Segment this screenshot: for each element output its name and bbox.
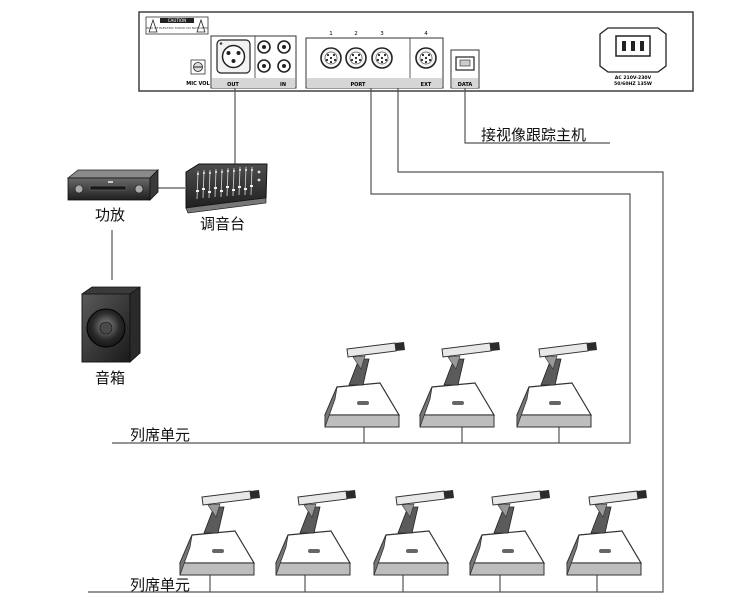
din-port-3[interactable] (371, 47, 393, 69)
delegate-units-row2 (179, 489, 648, 576)
cable-port-row1 (112, 88, 631, 444)
delegate-unit (324, 341, 406, 428)
delegate-units-row2-label: 列席单元 (130, 576, 191, 594)
din-port-2[interactable] (345, 47, 367, 69)
cables (88, 88, 664, 593)
amplifier-device (66, 169, 159, 201)
cable-data-to-camera-host (464, 88, 610, 144)
port-block: 1 2 3 4 (305, 31, 444, 89)
caution-label: CAUTION RISK OF ELECTRIC SHOCK DO NOT OP… (145, 16, 209, 35)
delegate-unit (469, 489, 551, 576)
mixer-label: 调音台 (200, 215, 246, 233)
svg-text:4: 4 (424, 31, 428, 37)
speaker-device (81, 286, 141, 363)
mic-vol-label: MIC VOL (186, 81, 210, 87)
delegate-unit (419, 341, 501, 428)
mixer-device (185, 163, 268, 214)
cable-port-row2 (88, 88, 664, 593)
data-label: DATA (458, 82, 473, 88)
delegate-unit (373, 489, 455, 576)
mic-volume-knob[interactable]: MIC VOL (186, 59, 211, 87)
power-spec-line1: AC 210V-230V (615, 75, 652, 81)
svg-text:2: 2 (354, 31, 358, 37)
delegate-unit (516, 341, 598, 428)
ext-label: EXT (421, 82, 432, 88)
xlr-output-port[interactable] (216, 39, 251, 74)
audio-io-block: OUT IN (210, 35, 297, 89)
din-port-1[interactable] (320, 47, 342, 69)
delegate-unit (566, 489, 648, 576)
din-port-ext[interactable] (415, 47, 437, 69)
power-inlet[interactable]: AC 210V-230V 50/60HZ 135W (599, 27, 667, 87)
delegate-unit (275, 489, 357, 576)
power-spec-line2: 50/60HZ 135W (614, 81, 652, 87)
delegate-units-row1 (324, 341, 598, 428)
rca-input-ports[interactable] (277, 40, 291, 73)
host-rear-panel: CAUTION RISK OF ELECTRIC SHOCK DO NOT OP… (138, 11, 694, 92)
in-label: IN (280, 82, 286, 88)
svg-text:3: 3 (380, 31, 384, 37)
amplifier-label: 功放 (95, 206, 126, 224)
port-label: PORT (351, 82, 367, 88)
rca-output-ports[interactable] (257, 40, 271, 73)
svg-text:1: 1 (329, 31, 333, 37)
delegate-unit (179, 489, 261, 576)
out-label: OUT (227, 82, 239, 88)
svg-text:RISK OF ELECTRIC SHOCK DO NOT: RISK OF ELECTRIC SHOCK DO NOT OPEN (146, 26, 207, 30)
camera-host-label: 接视像跟踪主机 (481, 126, 587, 144)
data-port[interactable]: DATA (450, 49, 480, 89)
svg-text:CAUTION: CAUTION (168, 18, 186, 23)
delegate-units-row1-label: 列席单元 (130, 426, 191, 444)
speaker-label: 音箱 (95, 369, 126, 387)
